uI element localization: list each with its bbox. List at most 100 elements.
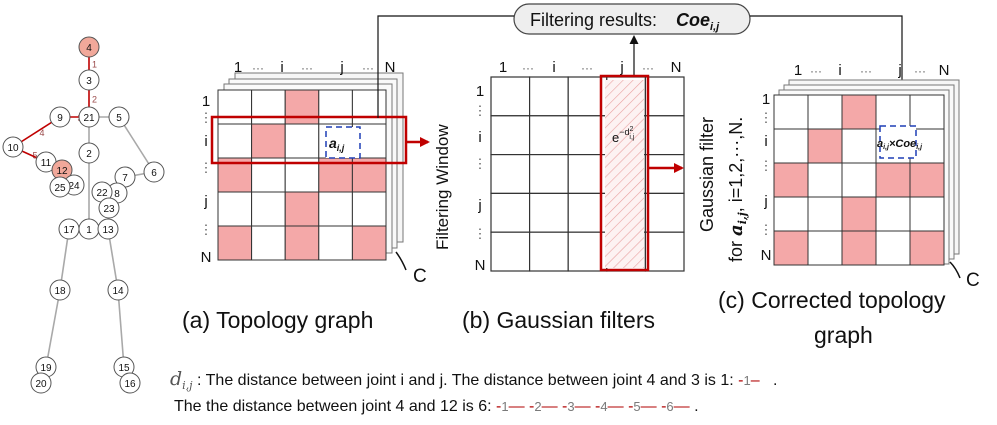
- joint-18: [49, 279, 71, 301]
- col-label: j: [619, 59, 623, 76]
- joint-label: 1: [86, 225, 92, 236]
- matrix-cell-filled: [251, 123, 286, 159]
- matrix-cell: [351, 191, 387, 227]
- joint-3: [78, 69, 100, 91]
- matrix-cell-filled: [841, 230, 877, 266]
- col-label: 1: [794, 62, 802, 79]
- col-label: N: [939, 62, 950, 79]
- hop-label: 5: [33, 151, 38, 161]
- matrix-cell: [490, 76, 531, 117]
- matrix-cell: [807, 162, 843, 198]
- hop-segment: -6—: [661, 398, 690, 415]
- row-label: ⋮: [200, 222, 213, 237]
- matrix-cell: [490, 115, 531, 156]
- joint-label: 6: [151, 168, 157, 179]
- corrected-col-labels: 1···i···j···N: [794, 62, 950, 79]
- gaussian-row-labels: 1⋮i⋮j⋮N: [474, 83, 487, 274]
- matrix-cell: [909, 196, 945, 232]
- joint-label: 25: [54, 183, 66, 194]
- matrix-cell: [528, 76, 569, 117]
- matrix-cell-filled: [909, 230, 945, 266]
- note-line-1: di,j : The distance between joint i and …: [170, 368, 777, 392]
- matrix-cell: [528, 231, 569, 272]
- matrix-cell-filled: [841, 196, 877, 232]
- filtering-results-label: Filtering results:: [530, 10, 657, 30]
- hop-label: 1: [92, 60, 97, 70]
- joint-label: 23: [103, 204, 115, 215]
- bone: [118, 116, 155, 173]
- joint-21: [78, 106, 100, 128]
- matrix-cell: [773, 128, 809, 164]
- col-label: ···: [914, 64, 926, 78]
- joint-17: [58, 218, 80, 240]
- joint-9: [49, 106, 71, 128]
- gaussian-column-window: [599, 74, 650, 272]
- joint-label: 16: [124, 379, 136, 390]
- row-label: N: [761, 247, 772, 264]
- joint-5: [108, 106, 130, 128]
- joint-label: 12: [56, 166, 68, 177]
- row-label: N: [475, 257, 486, 274]
- matrix-cell: [807, 196, 843, 232]
- joint-23: [98, 197, 120, 219]
- matrix-cell-filled: [284, 89, 320, 125]
- matrix-cell: [284, 123, 320, 159]
- hop-label: 2: [92, 95, 97, 105]
- row-label: j: [763, 193, 767, 210]
- matrix-cell: [318, 89, 353, 125]
- gaussian-matrix: [490, 76, 685, 272]
- matrix-cell: [528, 154, 569, 195]
- col-label: ···: [860, 64, 872, 78]
- topology-matrix: [217, 89, 387, 261]
- cell-label-a: ai,j: [329, 135, 345, 153]
- matrix-cell: [217, 123, 253, 159]
- matrix-cell: [490, 192, 531, 233]
- joint-10: [2, 136, 24, 158]
- matrix-cell: [251, 191, 286, 227]
- gaussian-caption: (b) Gaussian filters: [462, 307, 655, 333]
- matrix-cell-filled: [217, 225, 253, 261]
- joint-14: [107, 279, 129, 301]
- col-label: ···: [581, 61, 593, 75]
- matrix-cell-filled: [773, 230, 809, 266]
- distance-symbol-sub: i,j: [182, 379, 193, 393]
- row-label: ⋮: [760, 158, 773, 173]
- distance-symbol: d: [170, 368, 183, 390]
- matrix-cell: [217, 89, 253, 125]
- row-label: ⋮: [200, 110, 213, 125]
- matrix-cell: [217, 191, 253, 227]
- selected-cell-marker: [325, 126, 361, 159]
- matrix-cell: [490, 231, 531, 272]
- row-label: j: [203, 193, 207, 210]
- depth-label-c: C: [413, 266, 427, 287]
- row-label: ⋮: [760, 110, 773, 125]
- filtering-results-box: Filtering results: Coei,j: [513, 3, 751, 35]
- corrected-cell-marker: [879, 125, 917, 159]
- corrected-depth-label-c: C: [966, 270, 980, 291]
- filtering-window-label: Filtering Window: [433, 124, 452, 250]
- row-label: ⋮: [474, 103, 487, 118]
- row-label: N: [201, 249, 212, 266]
- filtering-window: [210, 115, 408, 165]
- matrix-cell-filled: [841, 94, 877, 130]
- joint-label: 15: [118, 363, 130, 374]
- col-label: ···: [362, 61, 374, 75]
- joint-label: 20: [35, 379, 47, 390]
- joint-label: 21: [83, 113, 95, 124]
- gaussian-col-labels: 1···i···j···N: [499, 59, 682, 76]
- corrected-caption-line2: graph: [814, 322, 873, 348]
- corrected-row-labels: 1⋮i⋮j⋮N: [760, 91, 773, 264]
- depth-brace: [395, 251, 407, 271]
- skeleton-joints: 1234567891011121314151617181920212223242…: [2, 36, 165, 394]
- col-label: N: [385, 59, 396, 76]
- matrix-cell: [251, 89, 286, 125]
- row-label: 1: [762, 91, 770, 108]
- row-label: i: [478, 129, 481, 146]
- hop-segment: -5—: [628, 398, 657, 415]
- matrix-cell: [875, 94, 911, 130]
- row-label: ⋮: [760, 222, 773, 237]
- col-label: ···: [301, 61, 313, 75]
